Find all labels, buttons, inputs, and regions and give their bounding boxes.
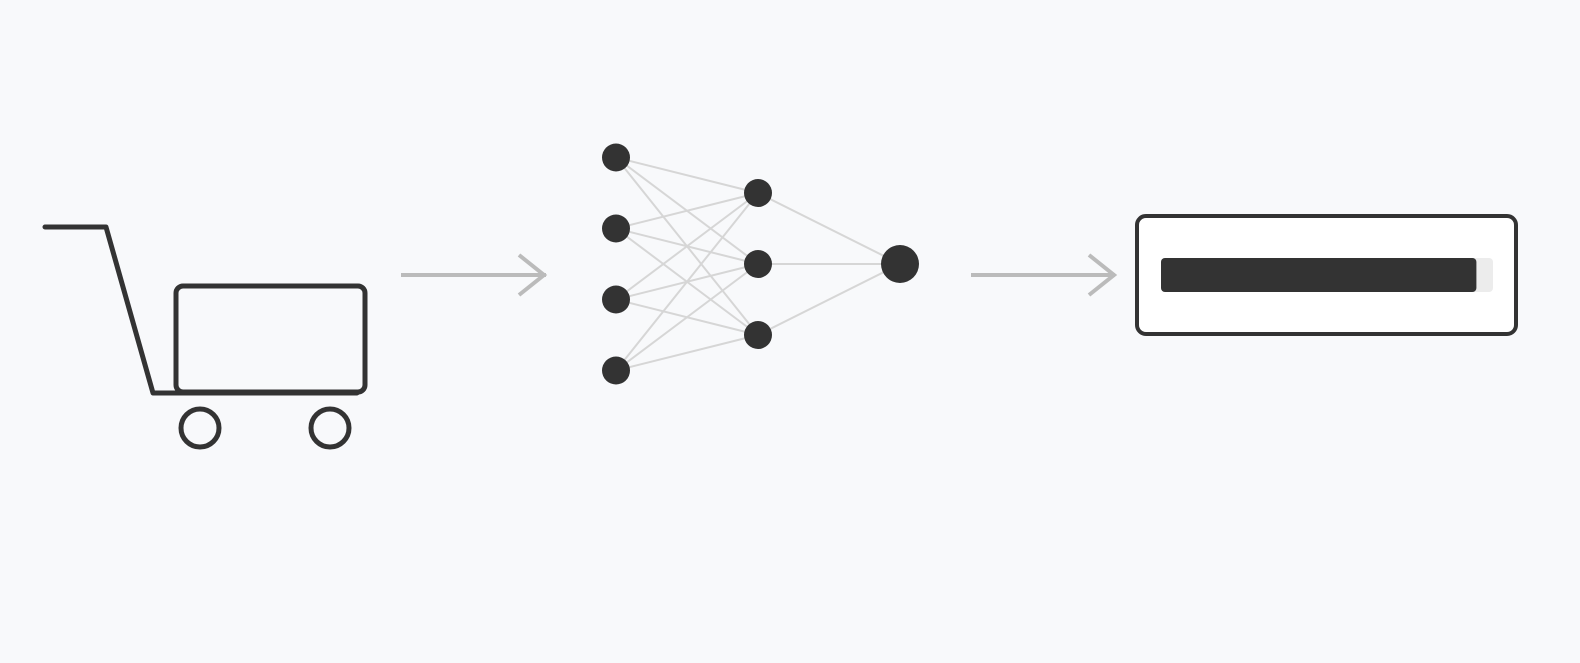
network-node [744, 250, 772, 278]
cart-handle [42, 224, 360, 396]
network-node [744, 321, 772, 349]
network-edge [615, 334, 759, 372]
network-edge [615, 192, 759, 230]
network-node [881, 245, 919, 283]
network-edge [757, 263, 901, 336]
network-node [744, 179, 772, 207]
network-node [602, 285, 630, 314]
cart-basket [173, 283, 368, 395]
network-edges [615, 156, 901, 372]
progress-fill [1161, 258, 1477, 292]
network-nodes [602, 143, 919, 385]
cart-wheel-right [308, 406, 352, 450]
neural-network-icon [602, 143, 919, 385]
arrow-head [517, 253, 548, 297]
arrow-head [1087, 253, 1118, 297]
cart-wheel-left [178, 406, 222, 450]
network-node [602, 356, 630, 385]
network-edge [615, 192, 759, 301]
progress-bar-icon [1135, 214, 1518, 336]
network-edge [615, 156, 759, 194]
shopping-cart-icon [42, 224, 368, 450]
network-edge [757, 192, 901, 265]
network-node [602, 143, 630, 172]
network-node [602, 214, 630, 243]
arrow-right-icon [971, 253, 1118, 297]
network-edge [615, 263, 759, 372]
network-edge [615, 192, 759, 372]
arrow-right-icon [401, 253, 548, 297]
